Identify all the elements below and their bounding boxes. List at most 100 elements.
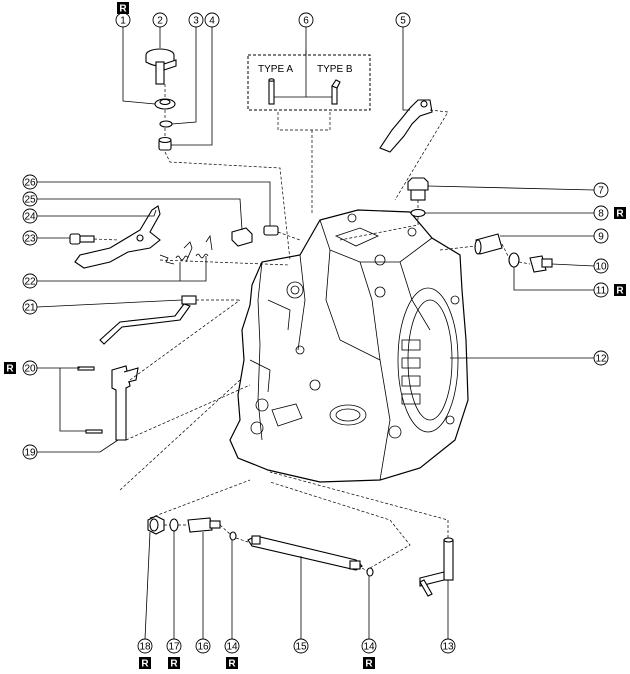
callout-c5: 5 bbox=[395, 12, 411, 111]
callout-c24: 24 bbox=[22, 208, 157, 224]
callout-circle bbox=[440, 638, 456, 654]
callout-c6: 6 bbox=[298, 12, 314, 55]
replace-badge bbox=[363, 657, 375, 669]
callout-c9: 9 bbox=[500, 228, 609, 244]
callout-number: 17 bbox=[168, 642, 180, 653]
callout-circle bbox=[593, 350, 609, 366]
callout-number: 5 bbox=[400, 16, 406, 27]
callout-c18: 18R bbox=[137, 531, 153, 670]
callout-circle bbox=[152, 12, 168, 28]
callout-circle bbox=[22, 299, 38, 315]
callout-circle bbox=[22, 444, 38, 460]
callout-c21: 21 bbox=[22, 299, 183, 315]
callout-number: 20 bbox=[24, 364, 36, 375]
callout-c25: 25 bbox=[22, 191, 243, 231]
callout-c23: 23 bbox=[22, 230, 70, 246]
callout-leader-line bbox=[144, 531, 151, 640]
callout-circle bbox=[22, 273, 38, 289]
callout-c26: 26 bbox=[22, 174, 271, 226]
callout-circle bbox=[593, 258, 609, 274]
part-10-bolt bbox=[529, 255, 553, 273]
callout-circle bbox=[204, 12, 220, 28]
callout-number: 14 bbox=[226, 642, 238, 653]
replace-badge-label: R bbox=[119, 4, 127, 15]
part-25-block bbox=[231, 227, 253, 247]
callout-number: 18 bbox=[139, 642, 151, 653]
callout-c12: 12 bbox=[450, 350, 609, 366]
callout-number: 8 bbox=[598, 209, 604, 220]
replace-badge bbox=[614, 207, 626, 219]
callout-c17: 17R bbox=[166, 531, 182, 670]
callout-circle bbox=[195, 638, 211, 654]
callout-circle bbox=[395, 12, 411, 28]
callout-leader-line bbox=[36, 299, 183, 308]
replace-badge-label: R bbox=[616, 209, 624, 220]
callout-leader-line bbox=[37, 439, 119, 453]
callout-number: 7 bbox=[598, 186, 604, 197]
part-23-bolt bbox=[69, 233, 95, 245]
callout-leader-line bbox=[37, 181, 271, 226]
callout-number: 6 bbox=[303, 16, 309, 27]
callout-number: 14 bbox=[363, 642, 375, 653]
replace-badge-label: R bbox=[6, 364, 14, 375]
callout-circle bbox=[166, 638, 182, 654]
callout-c14a: 14R bbox=[224, 540, 240, 670]
callout-circle bbox=[22, 191, 38, 207]
callout-number: 19 bbox=[24, 448, 36, 459]
replace-badge bbox=[117, 2, 129, 14]
callout-circle bbox=[22, 174, 38, 190]
callout-circle bbox=[22, 208, 38, 224]
part-14-clip-right bbox=[366, 567, 374, 577]
part-16-collar bbox=[187, 517, 221, 533]
callout-c16: 16 bbox=[195, 532, 211, 654]
callout-circle bbox=[293, 638, 309, 654]
callout-circle bbox=[188, 12, 204, 28]
callout-number: 2 bbox=[157, 16, 163, 27]
transaxle-case bbox=[229, 209, 469, 483]
callout-c14b: 14R bbox=[361, 576, 377, 670]
callout-leader-line bbox=[513, 267, 594, 291]
replace-badge bbox=[614, 284, 626, 296]
part-20-pins bbox=[77, 299, 251, 441]
callout-c7: 7 bbox=[427, 182, 609, 198]
callout-circle bbox=[361, 638, 377, 654]
callout-number: 24 bbox=[24, 212, 36, 223]
part-9-sleeve bbox=[474, 233, 503, 255]
callout-c15: 15 bbox=[293, 556, 309, 654]
callout-number: 13 bbox=[442, 642, 454, 653]
type-a-label: TYPE A bbox=[258, 64, 293, 75]
callout-leader-line bbox=[427, 185, 595, 191]
callout-leader-branch bbox=[180, 256, 207, 282]
callout-number: 11 bbox=[596, 286, 607, 297]
callout-circle bbox=[224, 638, 240, 654]
replace-badge-label: R bbox=[170, 659, 178, 670]
callout-circle bbox=[298, 12, 314, 28]
part-18-plug bbox=[147, 515, 165, 535]
callout-number: 10 bbox=[595, 262, 607, 273]
callout-number: 26 bbox=[24, 178, 36, 189]
callout-circle bbox=[593, 282, 609, 298]
callout-c2: 2 bbox=[152, 12, 168, 48]
replace-badge-label: R bbox=[365, 659, 373, 670]
part-7-plug bbox=[407, 177, 429, 201]
part-22-springs bbox=[159, 234, 291, 266]
callout-circle bbox=[22, 360, 38, 376]
callout-circle bbox=[593, 228, 609, 244]
callout-circle bbox=[137, 638, 153, 654]
part-26-pin bbox=[263, 225, 301, 241]
callout-leader-line bbox=[37, 209, 157, 217]
replace-badge-label: R bbox=[228, 659, 236, 670]
callout-number: 15 bbox=[295, 642, 307, 653]
callout-number: 21 bbox=[24, 303, 36, 314]
part-5-lever bbox=[379, 99, 449, 201]
callout-leader-line bbox=[551, 263, 595, 267]
callout-number: 23 bbox=[24, 234, 36, 245]
callout-c10: 10 bbox=[551, 258, 609, 274]
callout-leader-line bbox=[171, 27, 197, 125]
part-11-ring bbox=[508, 252, 520, 268]
type-b-label: TYPE B bbox=[317, 64, 353, 75]
